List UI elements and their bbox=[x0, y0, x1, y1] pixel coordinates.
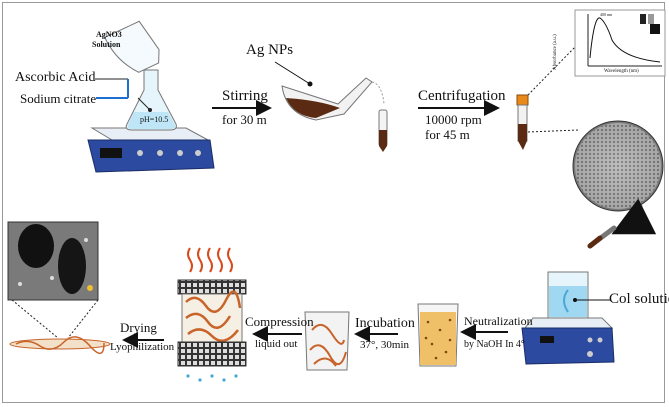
label-ascorbic-acid: Ascorbic Acid bbox=[15, 70, 96, 85]
ag-nps-tube bbox=[378, 109, 388, 152]
spectrum-peak-label: 400 nm bbox=[600, 12, 613, 17]
scaffold-sem-image bbox=[7, 221, 99, 301]
hotplate-stirrer-1 bbox=[87, 127, 215, 173]
compression-press bbox=[177, 247, 247, 382]
spectrum-ylabel: Absorbance (a.u.) bbox=[553, 34, 558, 70]
label-incubation: Incubation bbox=[355, 316, 415, 331]
flask-label-agno3: AgNO3 bbox=[96, 30, 122, 39]
label-lyophilization: Lyophilization bbox=[110, 341, 175, 353]
label-drying: Drying bbox=[120, 320, 157, 335]
label-sodium-citrate: Sodium citrate bbox=[20, 91, 97, 106]
arrow-to-col bbox=[611, 198, 657, 235]
label-stirring-time: for 30 m bbox=[222, 112, 267, 127]
flask-label-solution: Solution bbox=[92, 40, 121, 49]
incubation-beaker bbox=[304, 311, 350, 371]
label-centrifugation: Centrifugation bbox=[418, 88, 506, 104]
label-compression: Compression bbox=[245, 314, 314, 329]
centrifuge-tube bbox=[516, 94, 529, 150]
neutralization-beaker bbox=[417, 303, 459, 367]
label-centrifugation-speed: 10000 rpm bbox=[425, 112, 482, 127]
label-col-solution: Col solution bbox=[609, 291, 669, 307]
col-beaker bbox=[547, 271, 589, 319]
reaction-flask bbox=[125, 69, 177, 131]
ag-nps-flask bbox=[281, 77, 373, 121]
label-neutralization: Neutralization bbox=[464, 314, 533, 328]
uv-vis-spectrum bbox=[574, 9, 666, 77]
hotplate-stirrer-2 bbox=[521, 317, 615, 365]
label-ag-nps: Ag NPs bbox=[246, 42, 294, 58]
ph-label: pH=10.5 bbox=[140, 115, 169, 124]
sem-image bbox=[572, 120, 664, 212]
label-stirring: Stirring bbox=[222, 88, 268, 104]
label-incubation-detail: 37°, 30min bbox=[360, 339, 410, 351]
pouring-flask bbox=[104, 20, 160, 73]
ag-nps-pointer bbox=[274, 61, 311, 85]
label-compression-detail: liquid out bbox=[255, 338, 298, 350]
label-centrifugation-time: for 45 m bbox=[425, 127, 470, 142]
label-neutralization-detail: by NaOH In 4° bbox=[464, 339, 525, 350]
pipette bbox=[587, 225, 617, 249]
dried-scaffold bbox=[9, 336, 111, 354]
diagram-border bbox=[2, 2, 665, 403]
spectrum-xlabel: Wavelength (nm) bbox=[604, 69, 639, 74]
